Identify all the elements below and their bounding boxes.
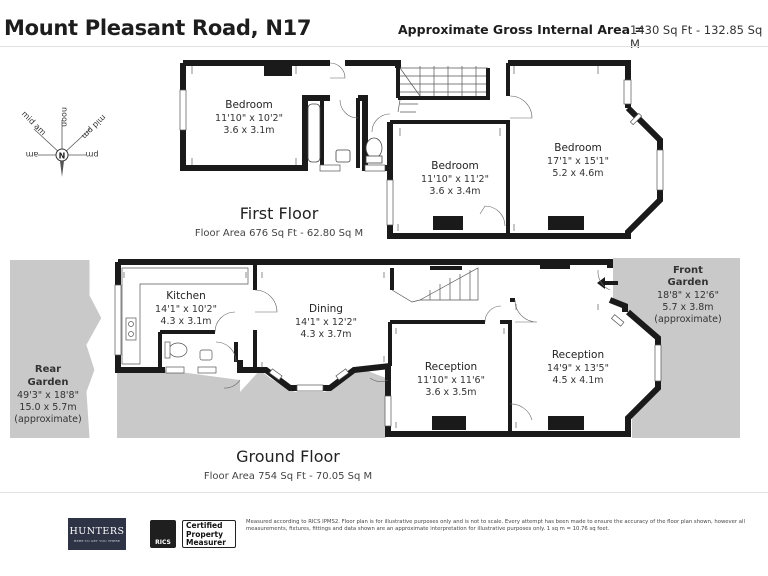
ff-bedroom-1-metric: 3.6 x 3.1m [223,125,274,136]
hunters-logo-text: HUNTERS [69,525,125,537]
front-garden-area [613,258,740,438]
gf-kitchen-imperial: 14'1" x 10'2" [155,304,217,315]
ground-floor-title: Ground Floor [236,447,340,466]
gf-reception-2-name: Reception [552,349,604,361]
gross-area-label: Approximate Gross Internal Area = [398,22,645,37]
footer-rule [0,492,768,493]
compass-mid-am: mid am [20,109,48,137]
disclaimer-text: Measured according to RICS IPMS2. Floor … [246,519,745,532]
rear-garden-note: (approximate) [14,414,81,425]
first-floor-title: First Floor [240,204,319,223]
ff-bedroom-2-imperial: 11'10" x 11'2" [421,174,489,185]
property-title: Mount Pleasant Road, N17 [4,16,312,40]
gf-reception-2-metric: 4.5 x 4.1m [552,375,603,386]
hunters-logo-tagline: HERE TO GET YOU THERE [73,538,121,543]
ground-floor-plan [10,258,740,439]
ff-bedroom-1-name: Bedroom [225,99,273,111]
ff-bedroom-2-metric: 3.6 x 3.4m [429,186,480,197]
gf-dining-imperial: 14'1" x 12'2" [295,317,357,328]
gf-reception-1-name: Reception [425,361,477,373]
compass-pm: pm [85,150,98,159]
front-garden-imperial: 18'8" x 12'6" [657,290,719,301]
front-garden-name: Front [673,265,703,276]
rics-certified-badge: Certified Property Measurer [182,520,236,548]
compass-n: N [59,152,66,161]
rear-garden-area [10,260,103,438]
compass-mid-pm: mid pm [80,113,108,141]
compass-am: am [25,150,38,159]
rics-logo: RICS [150,520,176,548]
rear-garden-metric: 15.0 x 5.7m [19,402,76,413]
compass-noon: noon [60,107,69,127]
rics-logo-text: RICS [155,539,171,546]
rear-garden-imperial: 49'3" x 18'8" [17,390,79,401]
gf-kitchen-metric: 4.3 x 3.1m [160,316,211,327]
gf-dining-name: Dining [309,303,343,315]
rear-garden-name: Rear [35,364,61,375]
rear-garden-name-2: Garden [28,377,69,388]
gf-reception-1-metric: 3.6 x 3.5m [425,387,476,398]
front-garden-note: (approximate) [654,314,721,325]
entrance-arrow [597,277,618,289]
ff-bedroom-2-name: Bedroom [431,160,479,172]
compass: N noon mid pm mid am pm am [20,107,108,177]
ff-bedroom-3-name: Bedroom [554,142,602,154]
first-floor-plan [179,60,664,239]
ff-bedroom-3-metric: 5.2 x 4.6m [552,168,603,179]
ff-bedroom-3-imperial: 17'1" x 15'1" [547,156,609,167]
front-garden-name-2: Garden [668,277,709,288]
gf-kitchen-name: Kitchen [166,290,205,302]
gf-reception-2-imperial: 14'9" x 13'5" [547,363,609,374]
first-floor-area: Floor Area 676 Sq Ft - 62.80 Sq M [195,228,363,239]
gross-area-value: 1430 Sq Ft - 132.85 Sq M [630,23,763,51]
ground-floor-area: Floor Area 754 Sq Ft - 70.05 Sq M [204,471,372,482]
gf-dining-metric: 4.3 x 3.7m [300,329,351,340]
front-garden-metric: 5.7 x 3.8m [662,302,713,313]
hunters-logo: HUNTERS HERE TO GET YOU THERE [68,518,126,550]
rics-certified-text: Certified Property Measurer [186,521,226,547]
header-rule [0,46,768,47]
gf-reception-1-imperial: 11'10" x 11'6" [417,375,485,386]
ff-bedroom-1-imperial: 11'10" x 10'2" [215,113,283,124]
side-return-area [117,368,386,438]
